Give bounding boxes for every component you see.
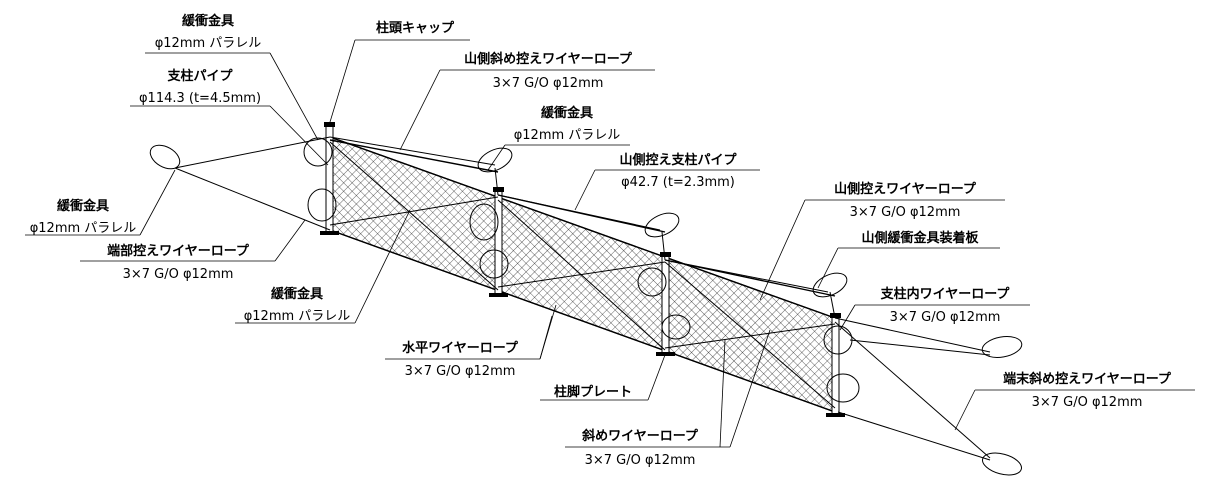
svg-text:山側控えワイヤーロープ: 山側控えワイヤーロープ: [834, 181, 977, 197]
posts: [320, 122, 845, 417]
right-anchor-loop-lower: [982, 452, 1022, 476]
svg-text:φ114.3 (t=4.5mm): φ114.3 (t=4.5mm): [139, 91, 261, 106]
label-end-diag-rope: 端末斜め控えワイヤーロープ 3×7 G/O φ12mm: [1003, 371, 1172, 410]
label-inner-post-rope: 支柱内ワイヤーロープ 3×7 G/O φ12mm: [880, 286, 1011, 325]
svg-text:3×7 G/O φ12mm: 3×7 G/O φ12mm: [123, 267, 234, 282]
label-mountain-stay-rope: 山側控えワイヤーロープ 3×7 G/O φ12mm: [834, 181, 977, 220]
label-buffer-top: 緩衝金具 φ12mm パラレル: [155, 13, 262, 51]
svg-text:3×7 G/O φ12mm: 3×7 G/O φ12mm: [493, 76, 604, 91]
svg-text:柱頭キャップ: 柱頭キャップ: [376, 20, 455, 36]
svg-text:山側斜め控えワイヤーロープ: 山側斜め控えワイヤーロープ: [464, 51, 633, 67]
right-end-ropes: [834, 317, 991, 461]
label-buffer-lower: 緩衝金具 φ12mm パラレル: [244, 286, 351, 324]
label-buffer-mid: 緩衝金具 φ12mm パラレル: [514, 105, 621, 143]
svg-text:3×7 G/O φ12mm: 3×7 G/O φ12mm: [850, 205, 961, 220]
label-diag-rope: 斜めワイヤーロープ 3×7 G/O φ12mm: [581, 428, 699, 468]
left-anchor-loop: [149, 144, 181, 170]
svg-text:3×7 G/O φ12mm: 3×7 G/O φ12mm: [890, 310, 1001, 325]
label-buffer-left: 緩衝金具 φ12mm パラレル: [30, 198, 137, 236]
svg-text:緩衝金具: 緩衝金具: [182, 13, 234, 29]
bottom-rope: [329, 229, 836, 413]
label-post-base-plate: 柱脚プレート: [554, 384, 632, 400]
svg-text:φ42.7 (t=2.3mm): φ42.7 (t=2.3mm): [621, 175, 735, 190]
internal-ropes: [329, 141, 836, 409]
buffer-loops: [303, 137, 860, 403]
svg-text:φ12mm パラレル: φ12mm パラレル: [30, 221, 137, 236]
svg-text:φ12mm パラレル: φ12mm パラレル: [244, 309, 351, 324]
svg-text:3×7 G/O φ12mm: 3×7 G/O φ12mm: [405, 364, 516, 379]
svg-text:柱脚プレート: 柱脚プレート: [554, 384, 632, 400]
svg-text:端部控えワイヤーロープ: 端部控えワイヤーロープ: [107, 243, 250, 259]
label-mountain-diag-rope: 山側斜め控えワイヤーロープ 3×7 G/O φ12mm: [464, 51, 633, 91]
svg-text:支柱パイプ: 支柱パイプ: [166, 68, 233, 84]
svg-text:山側控え支柱パイプ: 山側控え支柱パイプ: [619, 152, 737, 168]
svg-text:φ12mm パラレル: φ12mm パラレル: [155, 36, 262, 51]
svg-text:端末斜め控えワイヤーロープ: 端末斜め控えワイヤーロープ: [1003, 371, 1172, 387]
right-anchor-loop-upper: [981, 336, 1023, 358]
svg-text:斜めワイヤーロープ: 斜めワイヤーロープ: [581, 428, 699, 444]
leader-lines: [25, 39, 1195, 448]
label-post-pipe: 支柱パイプ φ114.3 (t=4.5mm): [139, 68, 261, 106]
svg-text:φ12mm パラレル: φ12mm パラレル: [514, 128, 621, 143]
svg-text:3×7 G/O φ12mm: 3×7 G/O φ12mm: [1032, 395, 1143, 410]
label-mountain-stay-pipe: 山側控え支柱パイプ φ42.7 (t=2.3mm): [619, 152, 737, 190]
label-mountain-buffer-plate: 山側緩衝金具装着板: [861, 230, 979, 246]
mountain-side-stays: [329, 136, 848, 319]
svg-text:山側緩衝金具装着板: 山側緩衝金具装着板: [861, 230, 979, 246]
label-horizontal-rope: 水平ワイヤーロープ 3×7 G/O φ12mm: [402, 340, 519, 379]
svg-text:緩衝金具: 緩衝金具: [57, 198, 109, 214]
post-cap-icon: [324, 122, 335, 127]
svg-text:3×7 G/O φ12mm: 3×7 G/O φ12mm: [585, 453, 696, 468]
svg-text:緩衝金具: 緩衝金具: [271, 286, 323, 302]
label-end-stay-rope: 端部控えワイヤーロープ 3×7 G/O φ12mm: [107, 243, 250, 282]
svg-text:緩衝金具: 緩衝金具: [541, 105, 593, 121]
svg-text:支柱内ワイヤーロープ: 支柱内ワイヤーロープ: [880, 286, 1011, 302]
label-post-cap: 柱頭キャップ: [376, 20, 455, 36]
svg-text:水平ワイヤーロープ: 水平ワイヤーロープ: [402, 340, 519, 356]
top-rope: [329, 136, 836, 319]
left-end-ropes: [174, 136, 331, 231]
